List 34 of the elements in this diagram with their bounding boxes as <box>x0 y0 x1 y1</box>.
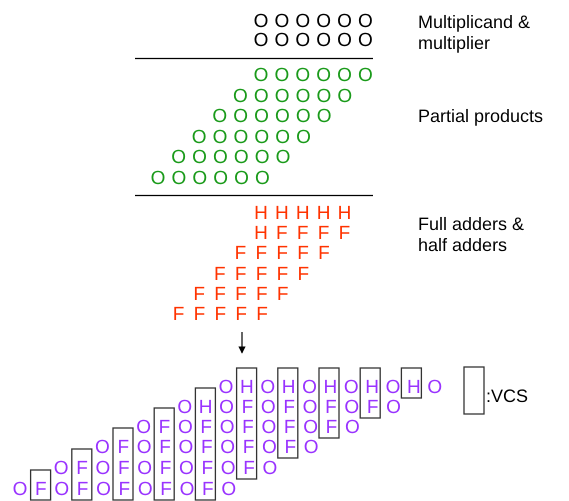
result-row-text: O F O F O F O F O F O <box>12 480 238 500</box>
vcs-box <box>71 448 92 501</box>
row-label: Multiplicand & multiplier <box>418 12 532 54</box>
result-row-text: O F O F O F O F O F O <box>135 418 361 438</box>
legend-label: :VCS <box>486 386 528 407</box>
vcs-box <box>360 367 381 419</box>
multiplicand-row-text: O O O O O O <box>252 12 374 32</box>
vcs-box <box>318 367 340 439</box>
vcs-box <box>194 387 216 501</box>
multiplier-row-text: O O O O O O <box>252 31 374 51</box>
vcs-box <box>277 367 298 459</box>
partial-product-row-text: O O O O O O <box>211 107 333 128</box>
result-row-text: O F O F O F O F O F O <box>52 459 278 479</box>
partial-product-row-text: O O O O O O <box>150 169 271 189</box>
vcs-box <box>112 427 134 501</box>
partial-product-row-text: O O O O O O <box>232 86 354 107</box>
row-label: Partial products <box>418 106 544 127</box>
row-label: Full adders & half adders <box>418 214 526 256</box>
result-row-text: O H O F O F O F O F O <box>176 398 402 418</box>
adder-row-text: F F F F F <box>212 264 310 285</box>
vcs-box <box>400 367 422 399</box>
adder-row-text: H H H H H <box>253 204 352 224</box>
adder-row-text: F F F F F <box>234 244 331 264</box>
partial-product-row-text: O O O O O O <box>170 148 292 168</box>
adder-row-text: F F F F F <box>192 284 290 305</box>
adder-row-text: F F F F F <box>172 305 269 325</box>
result-row-text: O H O H O H O H O H O <box>218 378 444 398</box>
vcs-box <box>30 469 52 501</box>
partial-product-row-text: O O O O O O <box>190 128 312 148</box>
result-row-text: O F O F O F O F O F O <box>94 438 320 458</box>
vcs-box <box>236 367 258 480</box>
vcs-box <box>154 407 175 501</box>
partial-product-row-text: O O O O O O <box>252 66 374 86</box>
adder-row-text: H F F F F <box>253 224 352 244</box>
